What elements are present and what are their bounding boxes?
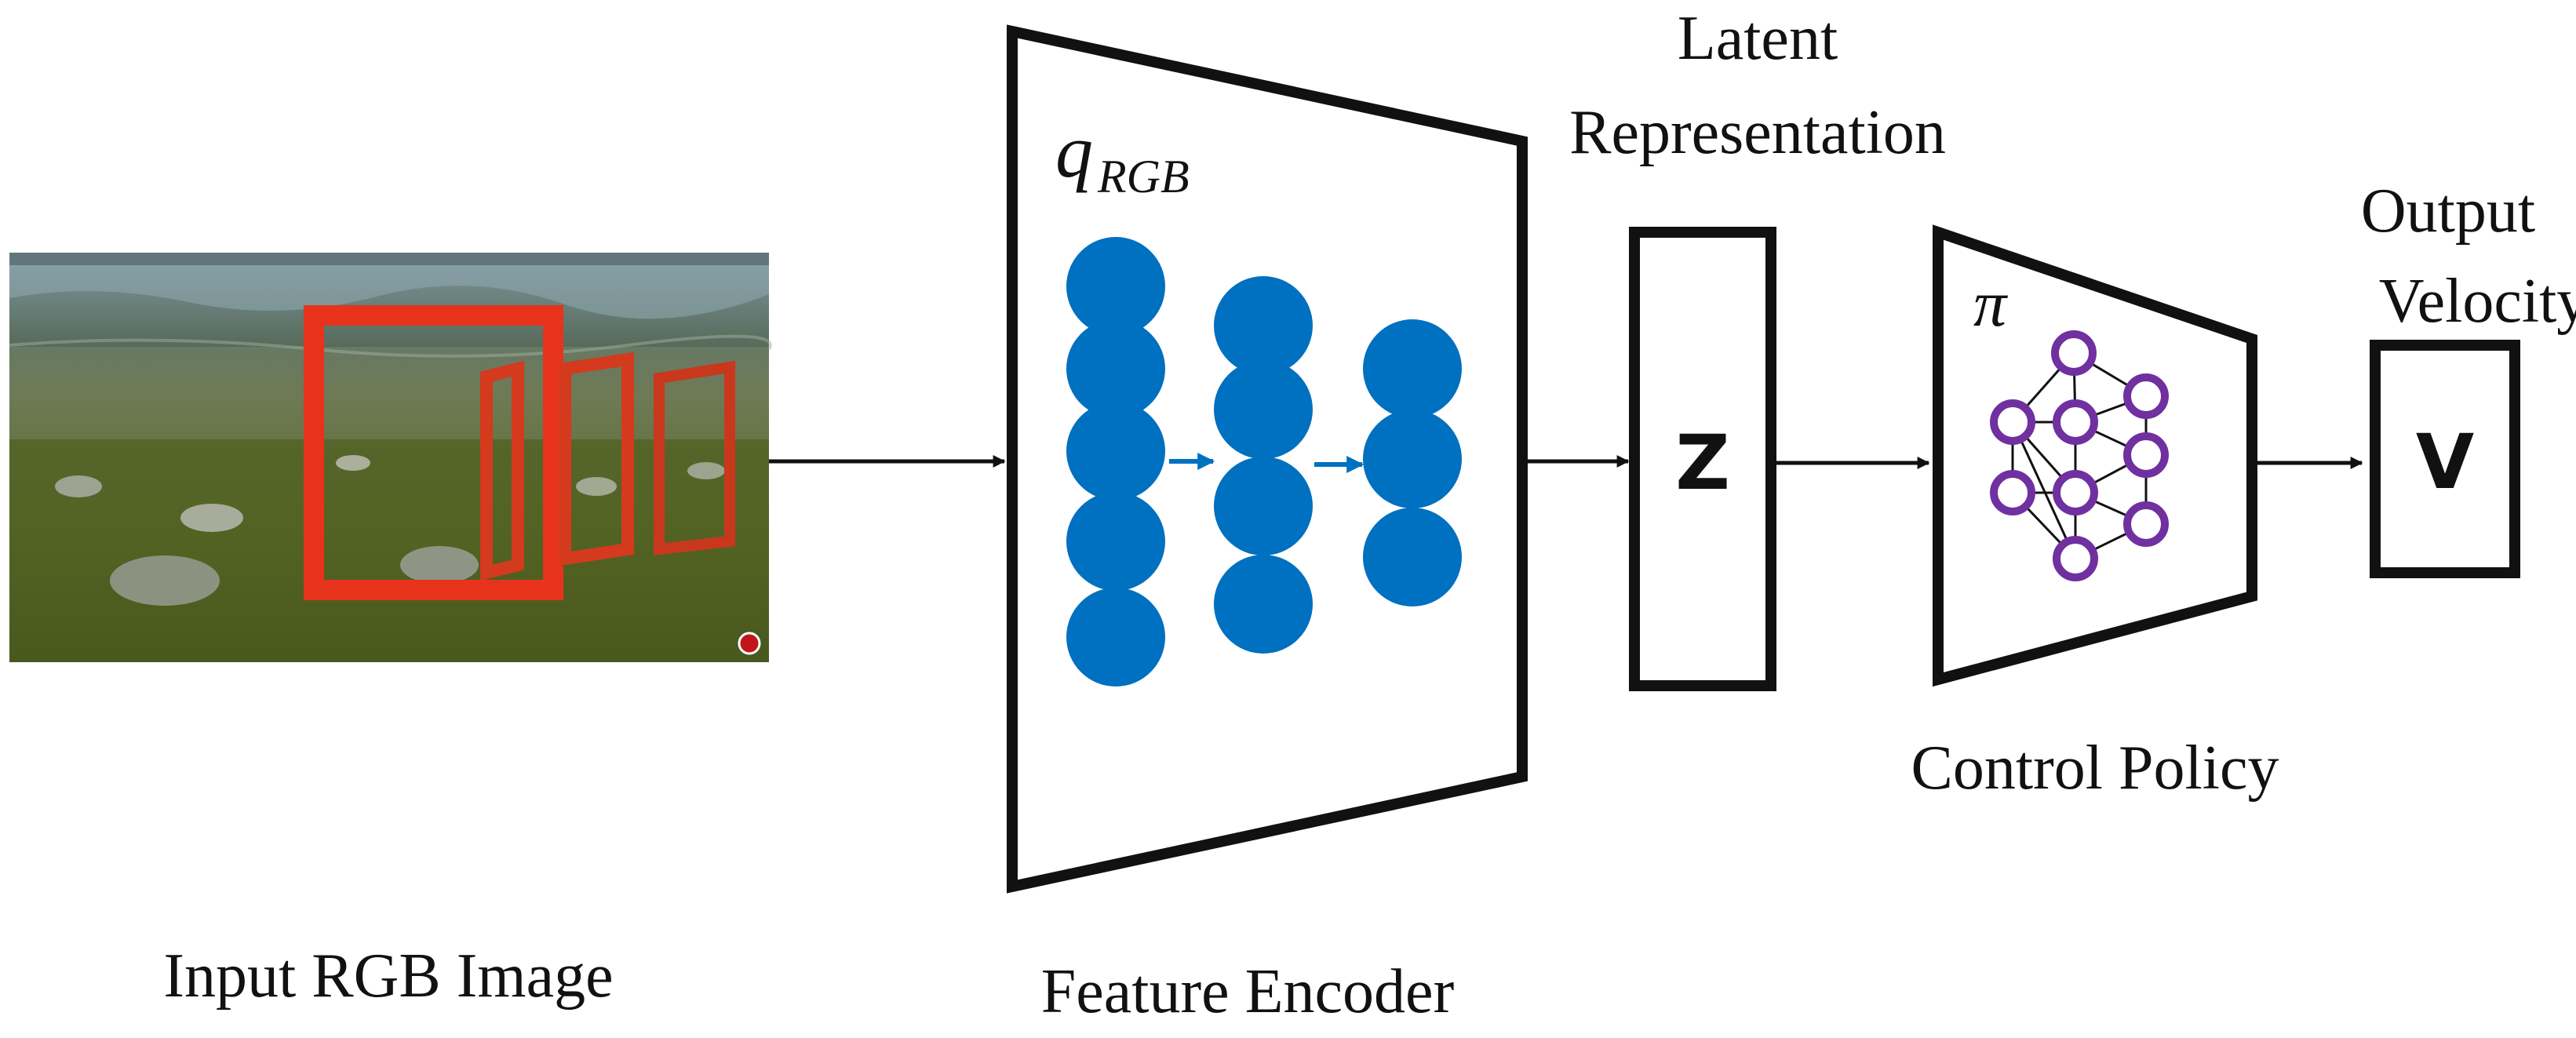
output-title-line2: Velocity — [2379, 267, 2576, 336]
latent-title-line1: Latent — [1678, 4, 1838, 73]
policy-node — [2051, 330, 2097, 376]
encoder-node — [1066, 492, 1165, 591]
encoder-node — [1214, 276, 1313, 375]
policy-caption: Control Policy — [1911, 734, 2279, 803]
policy-node — [1990, 399, 2035, 445]
encoder-node — [1363, 410, 1462, 508]
output-block — [2370, 340, 2520, 578]
encoder-node — [1066, 319, 1165, 418]
encoder-network — [1066, 237, 1462, 687]
encoder-caption: Feature Encoder — [1041, 957, 1454, 1026]
policy-node — [2123, 432, 2169, 478]
input-caption: Input RGB Image — [163, 941, 613, 1011]
input-rgb-image — [9, 253, 772, 662]
policy-network — [1990, 330, 2169, 581]
latent-block — [1629, 227, 1776, 691]
policy-node — [2053, 399, 2098, 445]
encoder-symbol-subscript: RGB — [1097, 151, 1190, 202]
policy-node — [2123, 373, 2169, 419]
encoder-node — [1363, 508, 1462, 606]
output-symbol: V — [2416, 418, 2474, 506]
policy-node — [2123, 501, 2169, 547]
encoder-node — [1214, 457, 1313, 555]
encoder-node — [1214, 360, 1313, 459]
policy-node — [1990, 470, 2035, 515]
encoder-node — [1066, 588, 1165, 687]
encoder-node — [1214, 555, 1313, 654]
encoder-node — [1066, 402, 1165, 501]
encoder-node — [1363, 319, 1462, 418]
latent-title-line2: Representation — [1569, 98, 1946, 167]
encoder-node — [1066, 237, 1165, 336]
policy-symbol: π — [1973, 268, 2009, 341]
policy-node — [2053, 470, 2098, 515]
output-title-line1: Output — [2361, 177, 2535, 246]
control-policy-block — [1933, 224, 2257, 687]
policy-node — [2053, 536, 2098, 581]
latent-symbol: Z — [1675, 419, 1730, 507]
